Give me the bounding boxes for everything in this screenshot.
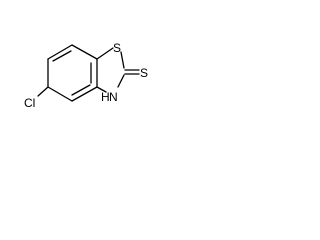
atom-sulfur-thione: S xyxy=(140,66,148,80)
double-bond-inner-bottom xyxy=(71,84,91,96)
bond-c5-c4 xyxy=(47,86,73,102)
atom-nitrogen: N xyxy=(109,90,118,104)
double-bond-inner-top xyxy=(52,50,72,62)
bond-s-c2 xyxy=(120,51,125,69)
bond-c7a-c7 xyxy=(71,44,98,60)
bond-c7a-s xyxy=(96,47,114,60)
molecule-canvas: S S Cl H N xyxy=(0,0,150,150)
atom-sulfur-ring: S xyxy=(113,41,121,55)
structure-diagram: S S Cl H N xyxy=(24,41,148,110)
atom-chlorine: Cl xyxy=(24,96,35,110)
bond-c4-c3a xyxy=(71,86,98,102)
bond-n-c3a xyxy=(96,86,107,93)
bond-c7-c6 xyxy=(47,44,73,60)
bond-c2-n xyxy=(117,74,125,88)
atom-hydrogen: H xyxy=(101,90,110,104)
bond-c5-cl xyxy=(37,86,49,97)
